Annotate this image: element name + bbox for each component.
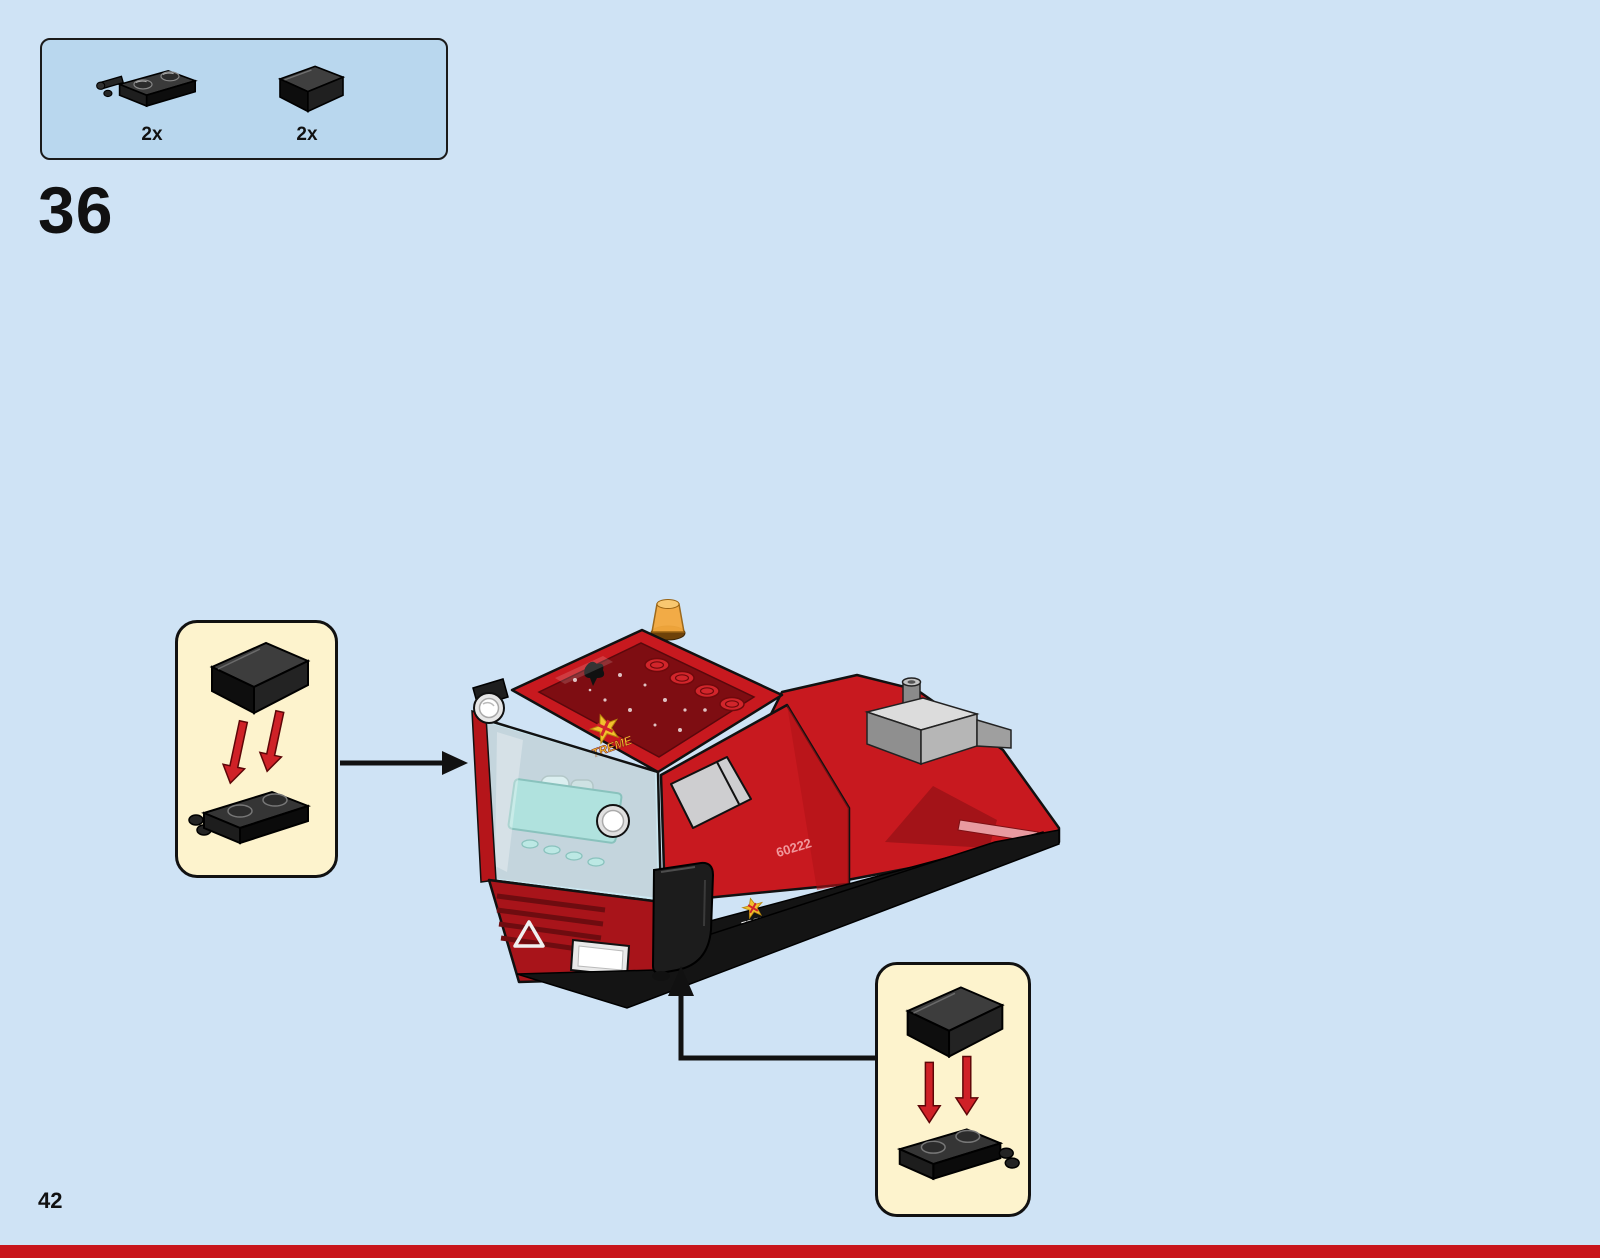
connector-arrow-bottom [668, 966, 877, 1061]
callout-slope-part [209, 641, 311, 715]
truck-roof: TREME [510, 628, 784, 774]
callout-slope-part [905, 986, 1005, 1059]
headlight-top-icon [473, 692, 505, 724]
truck-illustration: TREME [471, 599, 1061, 1009]
windshield [478, 716, 663, 904]
footer-bar [0, 1245, 1600, 1258]
callout-plate-part [188, 790, 311, 845]
callout-left-diagram [188, 641, 311, 845]
placement-arrows [917, 1055, 980, 1124]
new-mudguard-part [651, 861, 715, 981]
part-slope-icon [277, 65, 346, 113]
beacon-light-front-icon [650, 599, 686, 641]
part-plate-1x2-with-bar-icon [96, 70, 198, 108]
part-count-label: 2x [296, 124, 318, 145]
truck-door: 60222 [659, 703, 851, 904]
connector-arrow-left [340, 751, 468, 775]
step-number: 36 [38, 173, 114, 247]
warning-triangle-decal [513, 920, 545, 948]
rooster-decal [584, 661, 605, 686]
front-grille [487, 878, 663, 984]
callout-bottom [875, 962, 1031, 1217]
grey-bracket-block [864, 677, 1012, 766]
part-count-label: 2x [141, 124, 163, 145]
page-number: 42 [38, 1188, 63, 1213]
headlight-mid-icon [596, 804, 630, 838]
callout-plate-part [896, 1128, 1020, 1181]
placement-arrows [221, 709, 285, 785]
callout-bottom-diagram [896, 986, 1020, 1181]
roof-studs [644, 657, 745, 712]
parts-box: 2x 2x [40, 38, 448, 160]
callout-left [175, 620, 338, 878]
